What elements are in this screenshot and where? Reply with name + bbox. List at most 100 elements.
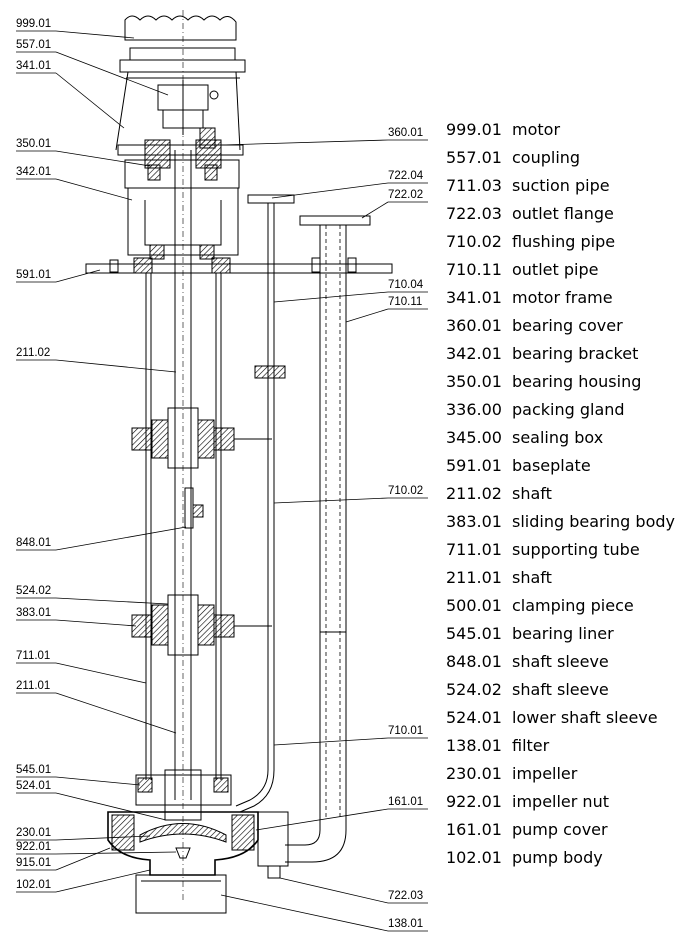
callout-161-01: 161.01 — [255, 796, 428, 831]
svg-text:360.01: 360.01 — [388, 127, 423, 139]
svg-text:722.03: 722.03 — [388, 890, 423, 902]
part-name: clamping piece — [512, 596, 634, 615]
callout-211-01: 211.01 — [16, 680, 177, 734]
part-name: bearing cover — [512, 316, 623, 335]
part-code: 500.01 — [446, 596, 502, 615]
part-code: 211.02 — [446, 484, 502, 503]
part-name: motor frame — [512, 288, 613, 307]
part-code: 591.01 — [446, 456, 502, 475]
svg-text:999.01: 999.01 — [16, 18, 51, 30]
part-code: 710.02 — [446, 232, 502, 251]
part-code: 922.01 — [446, 792, 502, 811]
part-name: baseplate — [512, 456, 591, 475]
svg-text:524.01: 524.01 — [16, 780, 51, 792]
part-name: bearing bracket — [512, 344, 639, 363]
shaft-sleeve-mid — [184, 487, 204, 529]
svg-text:545.01: 545.01 — [16, 764, 51, 776]
callout-999-01: 999.01 — [16, 18, 135, 39]
parts-list-item: 710.02 flushing pipe — [446, 228, 679, 256]
callout-211-02: 211.02 — [16, 347, 177, 373]
svg-text:102.01: 102.01 — [16, 879, 51, 891]
parts-list-item: 922.01 impeller nut — [446, 788, 679, 816]
part-name: shaft — [512, 484, 552, 503]
part-name: flushing pipe — [512, 232, 616, 251]
part-code: 711.01 — [446, 540, 502, 559]
coupling — [157, 80, 219, 149]
callout-722-02: 722.02 — [361, 189, 428, 219]
supporting-tube — [145, 273, 222, 780]
svg-text:710.11: 710.11 — [388, 296, 422, 308]
callout-922-01: 922.01 — [16, 841, 177, 855]
part-name: suction pipe — [512, 176, 610, 195]
part-name: impeller nut — [512, 792, 609, 811]
part-code: 524.01 — [446, 708, 502, 727]
motor — [119, 15, 246, 73]
callout-230-01: 230.01 — [16, 827, 151, 841]
part-code: 383.01 — [446, 512, 502, 531]
svg-text:341.01: 341.01 — [16, 60, 51, 72]
callout-848-01: 848.01 — [16, 526, 187, 551]
part-code: 360.01 — [446, 316, 502, 335]
part-name: pump cover — [512, 820, 608, 839]
svg-text:591.01: 591.01 — [16, 269, 51, 281]
svg-text:711.01: 711.01 — [16, 650, 50, 662]
part-code: 722.03 — [446, 204, 502, 223]
part-name: pump body — [512, 848, 603, 867]
callout-722-03: 722.03 — [279, 877, 428, 904]
svg-text:342.01: 342.01 — [16, 166, 51, 178]
sliding-bearing-lower — [131, 594, 272, 656]
part-name: lower shaft sleeve — [512, 708, 658, 727]
flushing-pipe — [235, 194, 295, 813]
parts-list-item: 591.01 baseplate — [446, 452, 679, 480]
part-code: 557.01 — [446, 148, 502, 167]
part-name: filter — [512, 736, 550, 755]
part-name: outlet flange — [512, 204, 614, 223]
callout-710-11: 710.11 — [345, 296, 428, 323]
part-code: 524.02 — [446, 680, 502, 699]
callout-591-01: 591.01 — [16, 269, 101, 283]
pump-body — [107, 769, 289, 914]
parts-list-item: 711.01 supporting tube — [446, 536, 679, 564]
bearing-bracket — [127, 188, 239, 260]
part-code: 341.01 — [446, 288, 502, 307]
part-code: 545.01 — [446, 624, 502, 643]
svg-text:922.01: 922.01 — [16, 841, 51, 853]
part-name: supporting tube — [512, 540, 640, 559]
svg-text:710.04: 710.04 — [388, 279, 424, 291]
part-code: 999.01 — [446, 120, 502, 139]
svg-text:710.01: 710.01 — [388, 725, 423, 737]
part-code: 138.01 — [446, 736, 502, 755]
callout-557-01: 557.01 — [16, 39, 169, 96]
part-name: motor — [512, 120, 561, 139]
part-name: bearing liner — [512, 624, 614, 643]
callout-350-01: 350.01 — [16, 138, 151, 167]
parts-list-item: 524.02 shaft sleeve — [446, 676, 679, 704]
part-name: shaft sleeve — [512, 652, 609, 671]
svg-text:722.04: 722.04 — [388, 170, 424, 182]
part-code: 711.03 — [446, 176, 502, 195]
parts-list-item: 138.01 filter — [446, 732, 679, 760]
svg-text:383.01: 383.01 — [16, 607, 51, 619]
sliding-bearing-upper — [131, 407, 272, 469]
part-code: 230.01 — [446, 764, 502, 783]
svg-text:230.01: 230.01 — [16, 827, 51, 839]
parts-list-item: 341.01 motor frame — [446, 284, 679, 312]
parts-list-item: 711.03 suction pipe — [446, 172, 679, 200]
svg-text:915.01: 915.01 — [16, 857, 51, 869]
callout-711-01: 711.01 — [16, 650, 147, 684]
motor-frame — [115, 71, 244, 156]
part-name: packing gland — [512, 400, 625, 419]
svg-text:710.02: 710.02 — [388, 485, 423, 497]
part-name: shaft sleeve — [512, 680, 609, 699]
svg-text:722.02: 722.02 — [388, 189, 423, 201]
parts-list-item: 722.03 outlet flange — [446, 200, 679, 228]
part-name: outlet pipe — [512, 260, 599, 279]
svg-text:211.01: 211.01 — [16, 680, 50, 692]
svg-text:557.01: 557.01 — [16, 39, 51, 51]
